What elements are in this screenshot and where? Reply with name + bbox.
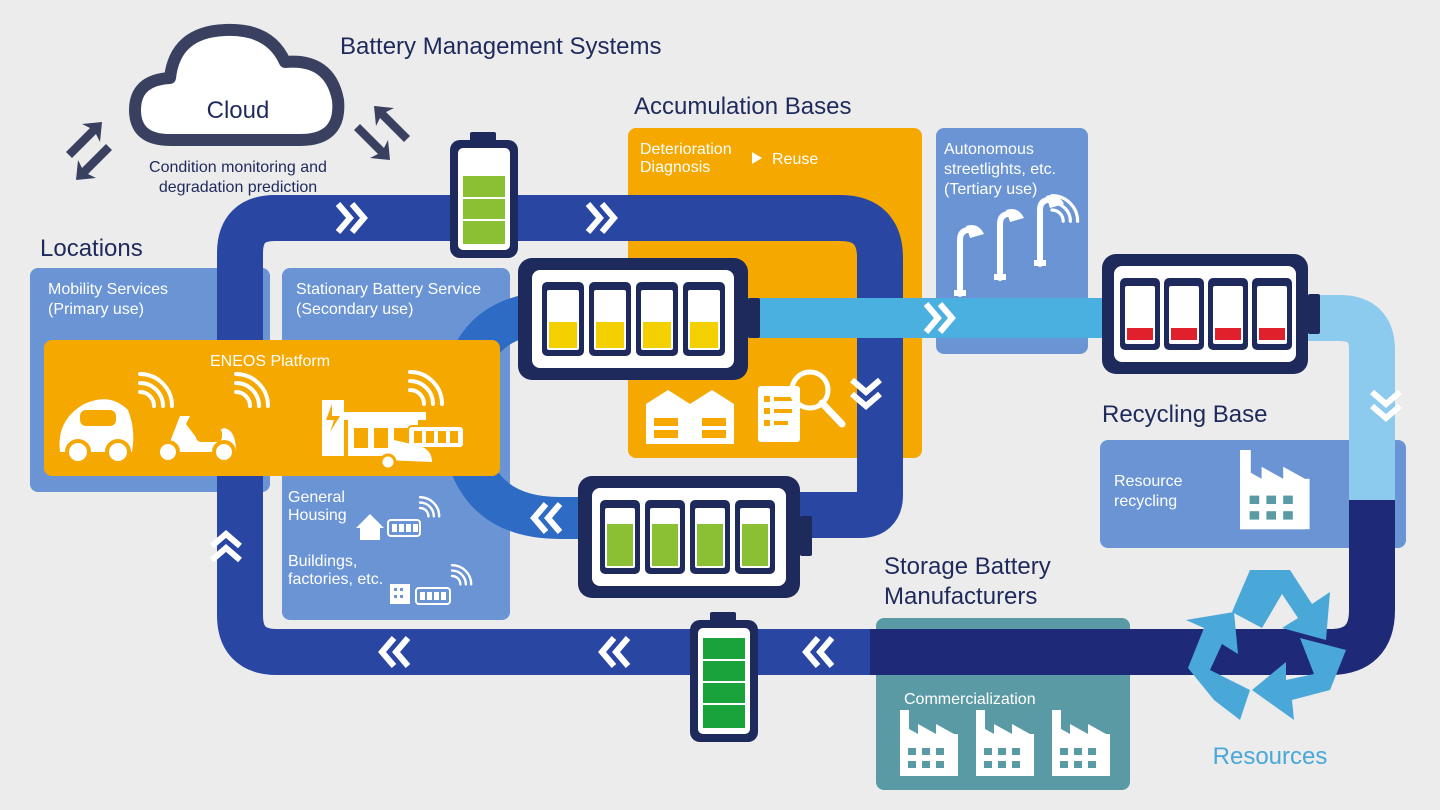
charging-station-icon xyxy=(322,400,465,471)
warehouse-icon xyxy=(646,390,734,444)
deterioration-label: Deterioration xyxy=(640,141,732,158)
stationary-label: (Secondary use) xyxy=(296,301,413,318)
battery-small-icon xyxy=(387,519,421,537)
autonomous-label: streetlights, etc. xyxy=(944,161,1056,178)
building-icon xyxy=(390,584,410,604)
up-down-arrows-icon xyxy=(354,106,410,160)
bms-heading: Battery Management Systems xyxy=(340,33,661,60)
cloud-label: Cloud xyxy=(207,97,270,124)
cloud-caption: Condition monitoring and xyxy=(149,159,327,176)
cloud-caption: degradation prediction xyxy=(159,179,317,196)
resources-label: Resources xyxy=(1213,743,1328,770)
car-icon xyxy=(59,399,134,465)
battery-pack-icon-full xyxy=(578,476,812,598)
resource-recycling-label: Resource xyxy=(1114,473,1183,490)
up-down-arrows-icon xyxy=(66,122,112,180)
general-housing-label: Housing xyxy=(288,507,347,524)
recycle-icon xyxy=(1186,570,1346,720)
reuse-label: Reuse xyxy=(772,151,818,168)
battery-pack-icon-partial xyxy=(518,258,760,380)
recycling-flow-path xyxy=(1300,295,1395,500)
recycling-heading: Recycling Base xyxy=(1102,401,1267,428)
buildings-label: factories, etc. xyxy=(288,571,383,588)
autonomous-label: Autonomous xyxy=(944,141,1034,158)
play-arrow-icon xyxy=(752,152,762,164)
battery-small-icon xyxy=(415,587,451,605)
manufacturers-heading: Storage Battery xyxy=(884,553,1051,580)
manufacturers-heading: Manufacturers xyxy=(884,583,1037,610)
locations-heading: Locations xyxy=(40,235,143,262)
accumulation-heading: Accumulation Bases xyxy=(634,93,851,120)
deterioration-label: Diagnosis xyxy=(640,159,710,176)
eneos-platform-label: ENEOS Platform xyxy=(210,353,330,370)
scooter-icon xyxy=(156,416,236,464)
buildings-label: Buildings, xyxy=(288,553,357,570)
cloud-icon xyxy=(129,23,345,146)
commercialization-label: Commercialization xyxy=(904,691,1036,708)
outer-flow-path xyxy=(217,195,1310,675)
accumulation-flow-path xyxy=(440,195,903,538)
mobility-label: Mobility Services xyxy=(48,281,168,298)
reuse-flow-path xyxy=(720,298,1120,338)
autonomous-streetlights-panel xyxy=(936,128,1088,354)
stationary-label: Stationary Battery Service xyxy=(296,281,481,298)
mobility-label: (Primary use) xyxy=(48,301,144,318)
magnifier-checklist-icon xyxy=(758,369,846,442)
resource-recycling-label: recycling xyxy=(1114,493,1177,510)
autonomous-label: (Tertiary use) xyxy=(944,181,1037,198)
house-icon xyxy=(356,514,384,540)
battery-pack-icon-depleted xyxy=(1102,254,1320,374)
battery-icon-charged xyxy=(450,132,518,258)
battery-icon-new xyxy=(690,612,758,742)
general-housing-label: General xyxy=(288,489,345,506)
